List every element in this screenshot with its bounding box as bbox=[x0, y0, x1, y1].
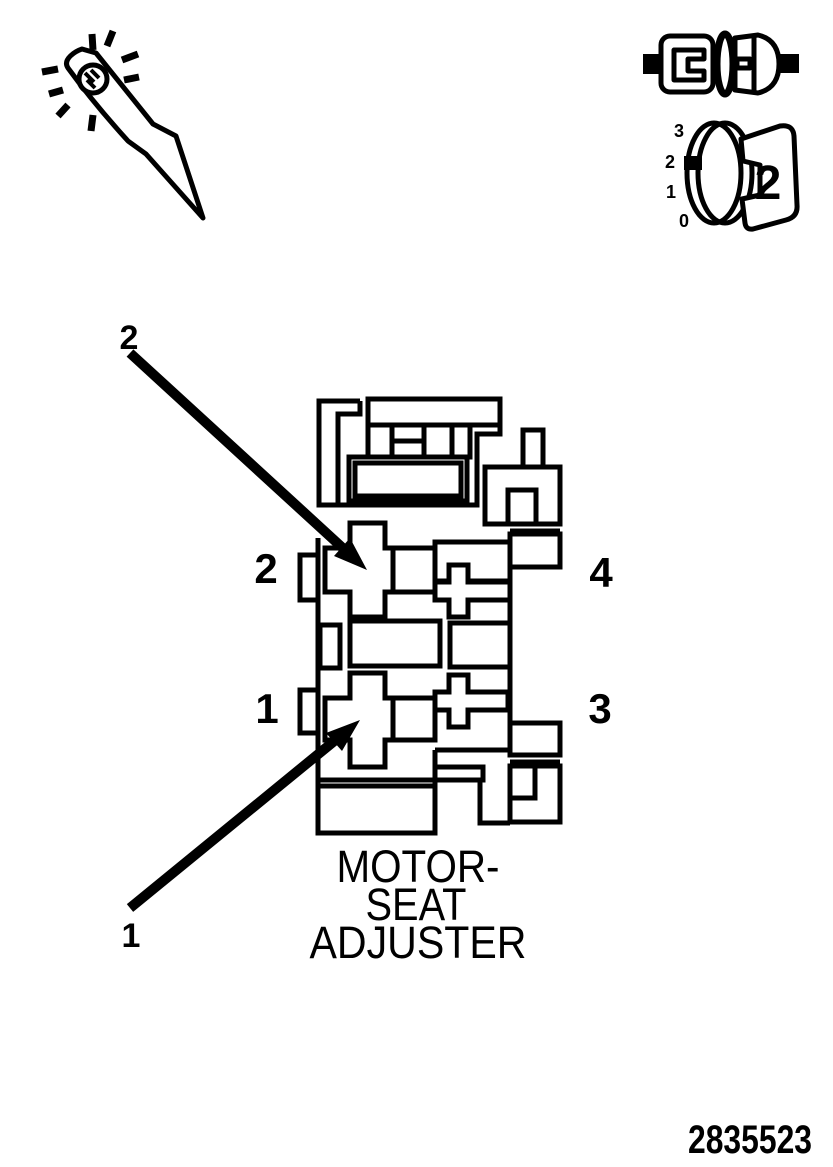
connector-face-view bbox=[297, 396, 563, 836]
housing-center-cavity-inner bbox=[352, 460, 464, 499]
terminal-gauge-icon: 3 2 1 0 2 bbox=[665, 120, 800, 232]
light-ray bbox=[88, 33, 97, 51]
arrow-head bbox=[326, 720, 360, 751]
light-ray bbox=[103, 29, 117, 48]
callout-label-1: 1 bbox=[122, 917, 141, 955]
connector-halves-icon bbox=[643, 30, 799, 98]
gauge-disc-front bbox=[684, 120, 744, 226]
light-ray bbox=[120, 50, 140, 64]
light-ray bbox=[55, 102, 71, 119]
terminal-2-bridge bbox=[390, 545, 438, 595]
pin-label-2: 2 bbox=[254, 545, 277, 592]
center-keyway-upper bbox=[432, 562, 513, 620]
center-keyway-lower bbox=[432, 672, 511, 730]
right-block-inner bbox=[505, 487, 539, 527]
center-mid-rect bbox=[447, 620, 513, 670]
terminal-2-cavity bbox=[322, 520, 396, 620]
light-ray bbox=[123, 73, 140, 84]
bottom-step bbox=[477, 780, 510, 826]
housing-outline bbox=[316, 398, 503, 508]
cavity-3-block bbox=[507, 720, 563, 758]
component-name: MOTOR- SEAT ADJUSTER bbox=[310, 841, 527, 968]
light-ray bbox=[41, 65, 59, 76]
callout-arrow-2 bbox=[126, 349, 367, 570]
light-ray bbox=[87, 114, 97, 132]
cavity-key-shape bbox=[738, 123, 800, 232]
base-block bbox=[315, 783, 438, 836]
gauge-scale-1: 1 bbox=[666, 182, 676, 202]
pin-label-3: 3 bbox=[588, 685, 611, 732]
gauge-marker bbox=[684, 156, 702, 170]
seal-ring bbox=[713, 30, 737, 98]
arrow-shaft bbox=[126, 734, 342, 912]
female-connector-body bbox=[732, 32, 782, 96]
left-tab-lower bbox=[297, 687, 321, 736]
callout-label-2: 2 bbox=[120, 319, 139, 357]
gauge-scale-2: 2 bbox=[665, 152, 675, 172]
housing-rail bbox=[365, 396, 503, 428]
male-terminal bbox=[671, 47, 707, 83]
terminal-slot bbox=[734, 56, 753, 71]
arrow-head bbox=[334, 538, 367, 570]
light-ray bbox=[48, 86, 64, 98]
left-tab-upper bbox=[297, 552, 321, 603]
cavity-4-block bbox=[507, 531, 563, 570]
bulb-filament bbox=[83, 68, 101, 90]
test-light-icon bbox=[41, 29, 206, 221]
center-top-rect bbox=[432, 539, 513, 584]
gauge-disc-rim bbox=[695, 120, 755, 226]
terminal-1-bridge bbox=[390, 695, 438, 743]
mid-band-small-rect bbox=[317, 622, 343, 671]
housing-center-cavity bbox=[346, 454, 470, 504]
gauge-scale-0: 0 bbox=[679, 211, 689, 231]
right-block bbox=[482, 464, 563, 527]
bottom-step-bar bbox=[432, 764, 486, 783]
bottom-right-notch bbox=[512, 766, 538, 801]
terminal-1-cavity bbox=[322, 670, 396, 770]
gauge-cavity-number: 2 bbox=[755, 157, 782, 210]
wire-stub-right bbox=[779, 54, 799, 73]
pin-label-1: 1 bbox=[255, 685, 278, 732]
figure-number: 2835523 bbox=[688, 1118, 812, 1162]
component-name-line-2: SEAT bbox=[366, 879, 467, 930]
slot-dividers bbox=[389, 425, 455, 457]
gauge-scale-3: 3 bbox=[674, 121, 684, 141]
housing-inner-wall bbox=[335, 401, 363, 505]
lock-tab bbox=[520, 427, 546, 470]
component-name-line-1: MOTOR- bbox=[337, 841, 500, 892]
callout-arrow-1 bbox=[126, 720, 360, 912]
mid-band-rect bbox=[347, 618, 443, 669]
pin-label-4: 4 bbox=[589, 549, 613, 596]
arrow-shaft bbox=[126, 349, 350, 555]
component-name-line-3: ADJUSTER bbox=[310, 917, 527, 968]
